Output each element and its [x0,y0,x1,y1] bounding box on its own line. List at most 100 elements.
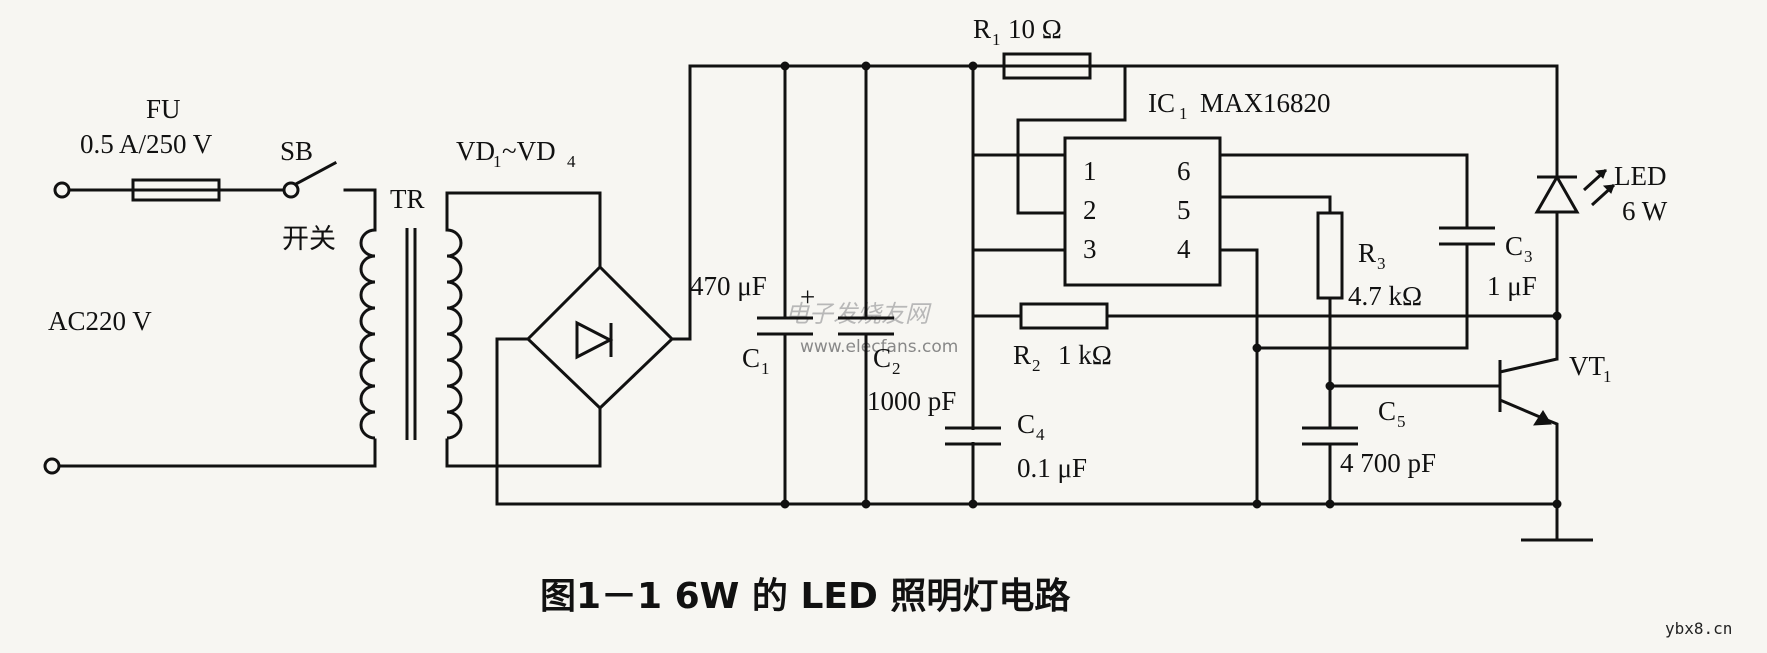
led-6w: LED 6 W [1534,64,1668,361]
ic-label-sub: 1 [1179,104,1188,123]
junction [1252,343,1262,353]
vt-label: VT [1569,351,1605,381]
wire-pin5-r3 [1218,195,1332,215]
resistor-r3: R 3 4.7 kΩ [1218,195,1422,430]
switch-contact [282,181,300,199]
vd-label-b-sub: 4 [567,152,576,171]
switch-sb: SB 开关 [280,136,377,255]
junction [1552,499,1562,509]
wire-secondary-top [445,191,602,269]
switch-label: 开关 [282,224,336,255]
junction [1325,499,1335,509]
ic-pin4: 4 [1177,234,1191,264]
c2-label-sub: 2 [892,359,901,378]
r1-label: R [973,14,991,44]
led-ray-2-head [1602,184,1615,194]
tr-label: TR [390,184,425,214]
primary-coil [359,228,376,440]
vt-collector [1499,357,1558,374]
wire-pin6-c3 [1218,153,1469,230]
watermark-cn: 电子发烧友网 [785,300,932,328]
c2-label: C [873,343,891,373]
r3-label: R [1358,238,1376,268]
junctions [780,61,1562,509]
c5-label-sub: 5 [1397,412,1406,431]
ic-pin1: 1 [1083,156,1097,186]
sb-label: SB [280,136,313,166]
led-ray-1-head [1594,169,1607,179]
c2-value: 1000 pF [867,386,956,416]
fu-rating: 0.5 A/250 V [80,129,213,159]
c5-value: 4 700 pF [1340,448,1436,478]
vd-label-tilde: ~VD [502,136,556,166]
junction [1552,311,1562,321]
c1-label: C [742,343,760,373]
ic-label: IC [1148,88,1175,118]
c1-value: 470 μF [690,271,767,301]
secondary-coil [446,228,463,440]
ic-pin6: 6 [1177,156,1191,186]
led-label: LED [1614,161,1666,191]
capacitor-c1: 470 μF + C 1 [690,64,815,506]
vd-label-a: VD [456,136,495,166]
wire-dc-ground [495,337,1559,506]
ac-label: AC220 V [48,306,152,336]
vd-label-a-sub: 1 [493,152,502,171]
c4-label-sub: 4 [1036,425,1045,444]
wire-pin4-ground [1218,248,1259,506]
junction [968,61,978,71]
ic-pin2: 2 [1083,195,1097,225]
switch-lever [293,160,338,187]
capacitor-c3: C 3 1 μF [1218,153,1537,350]
wire-r1-to-pin2 [1016,64,1127,215]
led-triangle [1534,173,1580,214]
r1-body [1002,52,1092,80]
c3-label-sub: 3 [1524,247,1533,266]
bridge-diode-triangle [575,320,614,360]
c4-value: 0.1 μF [1017,453,1087,483]
ic-part: MAX16820 [1200,88,1331,118]
fuse-fu: FU 0.5 A/250 V [67,94,286,202]
resistor-r2: R 2 1 kΩ [971,302,1559,375]
c4-gap [964,430,982,442]
wire-secondary-bottom [445,406,602,468]
bridge-rectifier: VD 1 ~VD 4 [456,136,675,411]
c5-label: C [1378,396,1396,426]
c3-value: 1 μF [1487,271,1537,301]
watermark-url: www.elecfans.com [800,337,958,357]
junction [780,61,790,71]
junction [1325,381,1335,391]
vt-label-sub: 1 [1603,367,1612,386]
wire-input-bottom [57,438,377,468]
r2-label: R [1013,340,1031,370]
bridge-diamond [525,264,675,411]
c1-plus: + [800,282,815,312]
r2-label-sub: 2 [1032,356,1041,375]
terminal-bottom [43,457,61,475]
r1-label-sub: 1 [992,30,1001,49]
capacitor-c4: C 4 0.1 μF [945,409,1087,483]
vt-emitter-arrow [1533,410,1552,426]
capacitor-c5: C 5 4 700 pF [1302,396,1436,506]
resistor-r1: R 1 10 Ω [973,14,1127,215]
ic-pin3: 3 [1083,234,1097,264]
ic-body [1063,136,1222,287]
ac-input: AC220 V [43,181,152,475]
figure-caption: 图1－1 6W 的 LED 照明灯电路 [540,576,1071,617]
terminal-top [53,181,71,199]
ic-max16820: 1 2 3 6 5 4 IC 1 MAX16820 [1063,88,1331,287]
capacitor-c2: C 2 1000 pF [838,64,956,506]
r3-value: 4.7 kΩ [1348,281,1422,311]
junction [861,61,871,71]
r2-value: 1 kΩ [1058,340,1112,370]
junction [780,499,790,509]
junction [861,499,871,509]
r2-body [1019,302,1109,330]
junction [968,499,978,509]
fu-label: FU [146,94,181,124]
r1-value: 10 Ω [1008,14,1062,44]
junction [1252,499,1262,509]
r3-label-sub: 3 [1377,254,1386,273]
